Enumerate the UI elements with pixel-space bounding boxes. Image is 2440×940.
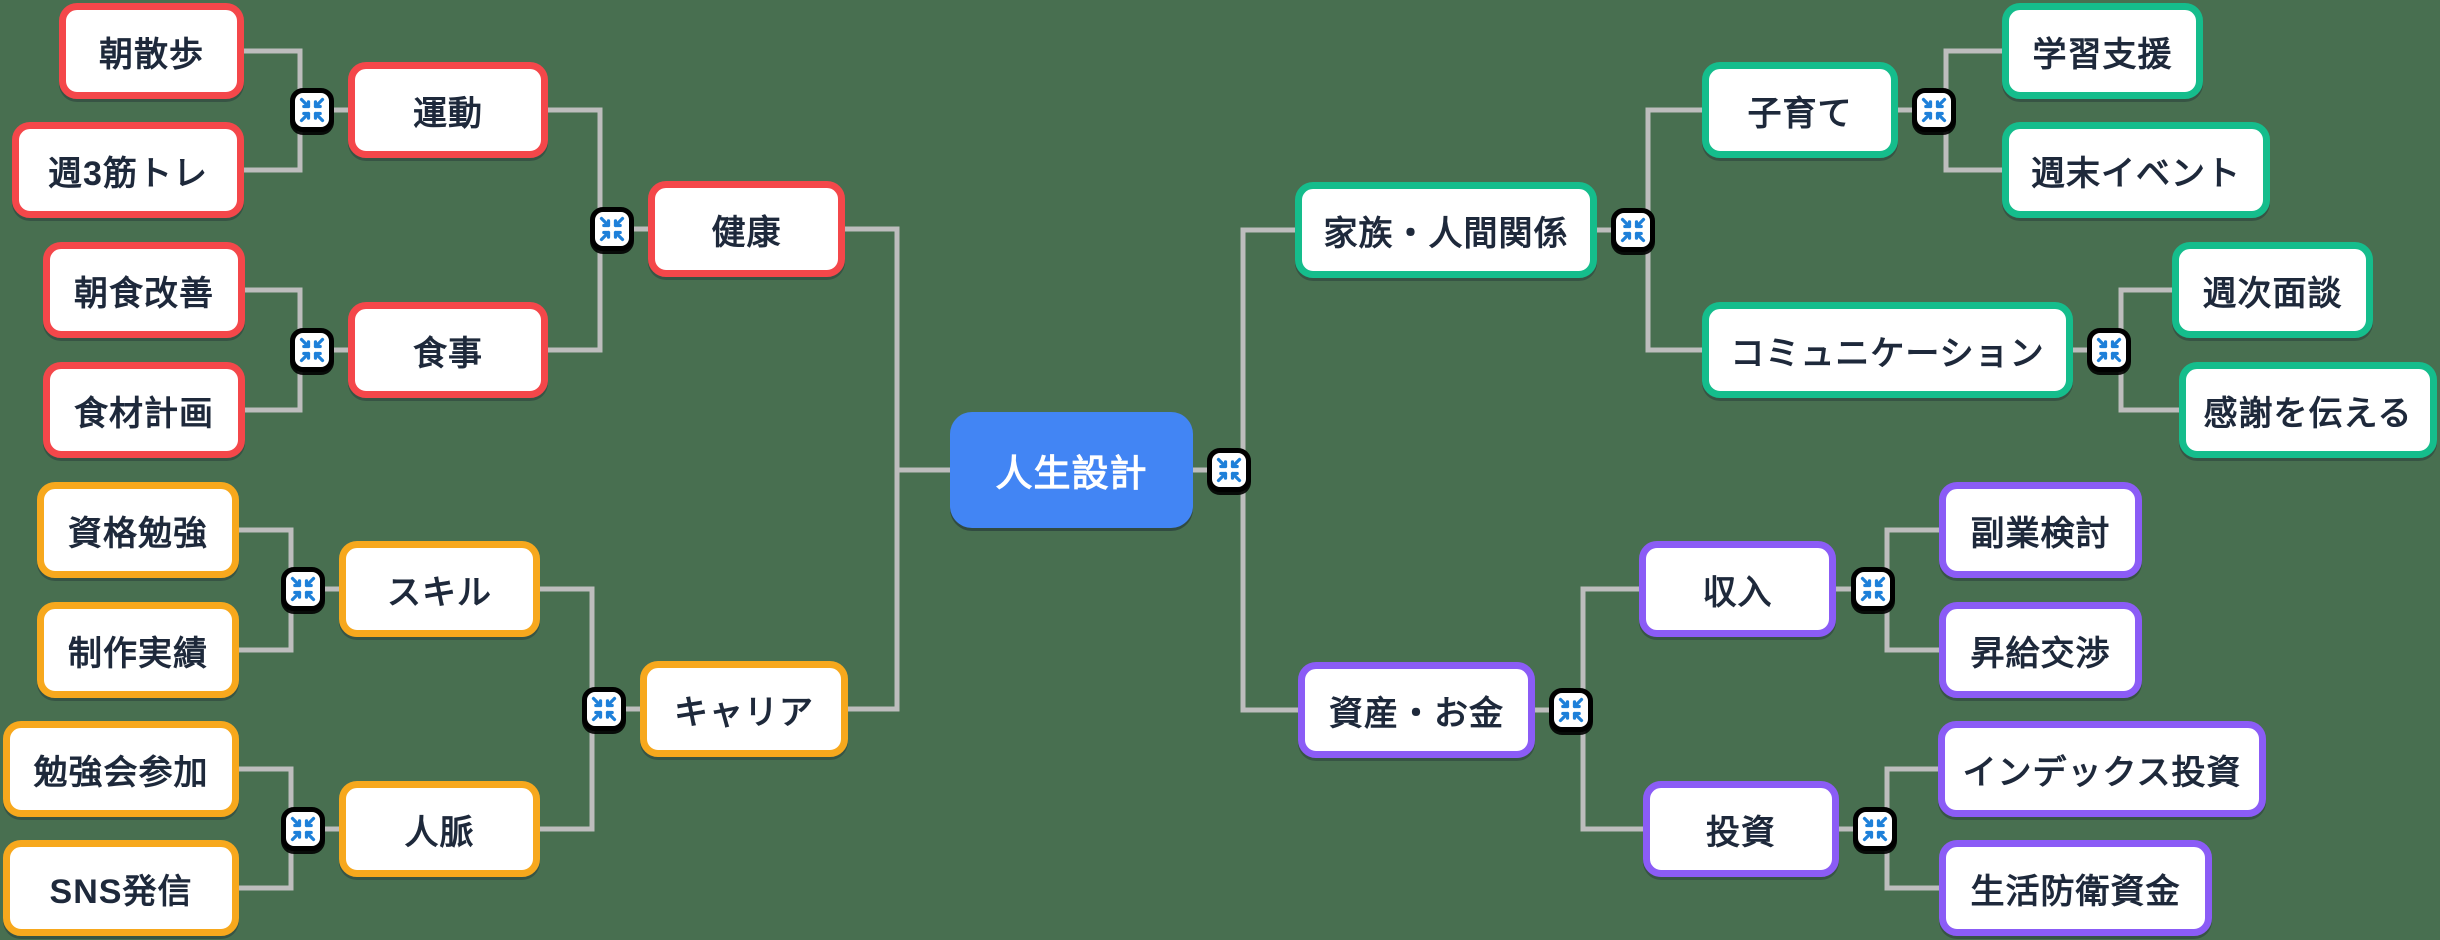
- collapse-button-health[interactable]: [590, 207, 634, 251]
- node-parenting[interactable]: 子育て: [1702, 62, 1898, 158]
- node-side-job[interactable]: 副業検討: [1939, 482, 2142, 578]
- node-express-gratitude[interactable]: 感謝を伝える: [2179, 362, 2437, 458]
- node-assets-money[interactable]: 資産・お金: [1298, 662, 1535, 758]
- collapse-button-investment[interactable]: [1853, 807, 1897, 851]
- node-income[interactable]: 収入: [1639, 541, 1836, 637]
- collapse-button-diet[interactable]: [290, 328, 334, 372]
- node-family-relationships[interactable]: 家族・人間関係: [1295, 182, 1597, 278]
- collapse-arrows-icon: [1558, 697, 1584, 723]
- node-weekly-meeting[interactable]: 週次面談: [2172, 242, 2373, 338]
- collapse-button-family[interactable]: [1611, 208, 1655, 252]
- collapse-arrows-icon: [1921, 97, 1947, 123]
- collapse-arrows-icon: [2096, 337, 2122, 363]
- collapse-arrows-icon: [299, 97, 325, 123]
- collapse-button-network[interactable]: [281, 807, 325, 851]
- node-life-plan-root[interactable]: 人生設計: [950, 412, 1193, 528]
- collapse-button-career[interactable]: [582, 687, 626, 731]
- collapse-arrows-icon: [1860, 576, 1886, 602]
- collapse-arrows-icon: [1620, 217, 1646, 243]
- collapse-button-skill[interactable]: [281, 567, 325, 611]
- collapse-arrows-icon: [1216, 457, 1242, 483]
- node-morning-walk[interactable]: 朝散歩: [59, 3, 244, 99]
- collapse-arrows-icon: [290, 816, 316, 842]
- collapse-arrows-icon: [290, 576, 316, 602]
- node-weekly-workout[interactable]: 週3筋トレ: [12, 122, 244, 218]
- node-breakfast-improvement[interactable]: 朝食改善: [43, 242, 245, 338]
- node-skill[interactable]: スキル: [339, 541, 540, 637]
- collapse-arrows-icon: [1862, 816, 1888, 842]
- node-raise-negotiation[interactable]: 昇給交渉: [1939, 602, 2142, 698]
- node-investment[interactable]: 投資: [1643, 781, 1839, 877]
- node-weekend-events[interactable]: 週末イベント: [2002, 122, 2270, 218]
- node-diet[interactable]: 食事: [348, 302, 548, 398]
- collapse-arrows-icon: [299, 337, 325, 363]
- node-portfolio-work[interactable]: 制作実績: [37, 602, 239, 698]
- node-grocery-plan[interactable]: 食材計画: [43, 362, 245, 458]
- collapse-button-root[interactable]: [1207, 448, 1251, 492]
- node-communication[interactable]: コミュニケーション: [1702, 302, 2073, 398]
- node-emergency-fund[interactable]: 生活防衛資金: [1939, 840, 2212, 936]
- node-certification-study[interactable]: 資格勉強: [37, 482, 239, 578]
- collapse-arrows-icon: [599, 216, 625, 242]
- node-sns-posting[interactable]: SNS発信: [3, 840, 239, 936]
- collapse-button-parenting[interactable]: [1912, 88, 1956, 132]
- collapse-button-income[interactable]: [1851, 567, 1895, 611]
- collapse-button-money[interactable]: [1549, 688, 1593, 732]
- collapse-button-communication[interactable]: [2087, 328, 2131, 372]
- node-index-investment[interactable]: インデックス投資: [1938, 721, 2266, 817]
- node-exercise[interactable]: 運動: [348, 62, 548, 158]
- node-health[interactable]: 健康: [648, 181, 845, 277]
- node-network[interactable]: 人脈: [339, 781, 540, 877]
- node-meetup-participation[interactable]: 勉強会参加: [3, 721, 239, 817]
- collapse-arrows-icon: [591, 696, 617, 722]
- collapse-button-exercise[interactable]: [290, 88, 334, 132]
- node-career[interactable]: キャリア: [640, 661, 848, 757]
- node-learning-support[interactable]: 学習支援: [2002, 3, 2203, 99]
